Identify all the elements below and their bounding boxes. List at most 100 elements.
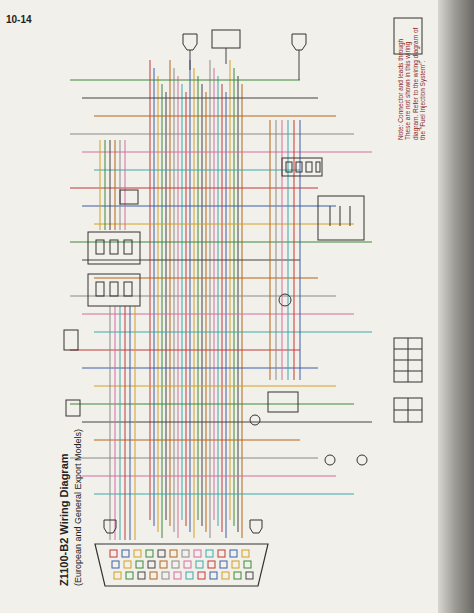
connector-pin xyxy=(246,572,253,579)
wire xyxy=(70,242,372,243)
connector-pin xyxy=(134,550,141,557)
connector-pin xyxy=(208,561,215,568)
wire xyxy=(226,92,227,538)
wire xyxy=(100,140,101,230)
wire xyxy=(182,84,183,520)
wire xyxy=(226,48,227,64)
table-rules xyxy=(394,398,422,422)
unit-box xyxy=(268,392,298,412)
fuse xyxy=(316,162,320,172)
connector-pin xyxy=(210,572,217,579)
wire xyxy=(294,120,295,380)
page-binding-edge xyxy=(438,0,474,613)
wire xyxy=(198,76,199,520)
wire xyxy=(299,50,300,80)
connector-pin xyxy=(174,572,181,579)
wire xyxy=(230,60,231,520)
fuse xyxy=(296,162,302,172)
turn-signal-bulb xyxy=(325,455,335,465)
wire xyxy=(222,84,223,532)
components xyxy=(64,18,422,586)
switch-box xyxy=(66,400,80,416)
connector-pin xyxy=(182,550,189,557)
regulator-box xyxy=(318,196,364,240)
relay-terminal xyxy=(110,240,118,254)
connector-pin xyxy=(218,550,225,557)
connector-pin xyxy=(150,572,157,579)
wire xyxy=(115,140,116,230)
connector-pin xyxy=(160,561,167,568)
wire xyxy=(150,60,151,520)
connector-pin xyxy=(112,561,119,568)
wire xyxy=(82,98,318,99)
switch-box xyxy=(64,330,78,350)
wire xyxy=(94,224,354,225)
relay-terminal xyxy=(124,240,132,254)
wire xyxy=(105,140,106,230)
wire xyxy=(276,120,277,380)
wire xyxy=(130,306,131,540)
wire xyxy=(154,68,155,526)
relay-box xyxy=(88,274,140,306)
connector-pin xyxy=(196,561,203,568)
wire xyxy=(270,120,271,380)
relay-terminal xyxy=(124,282,132,296)
wire xyxy=(174,68,175,532)
wire-bundle xyxy=(70,48,372,540)
wire xyxy=(94,494,354,495)
relay-terminal xyxy=(96,282,104,296)
wire xyxy=(70,80,300,81)
connector-pin xyxy=(206,550,213,557)
wire xyxy=(82,314,354,315)
wire xyxy=(110,306,111,540)
wire xyxy=(238,76,239,532)
turn-signal-bulb xyxy=(357,455,367,465)
indicator-bulb xyxy=(250,415,260,425)
wire xyxy=(82,368,318,369)
connector-pin xyxy=(194,550,201,557)
connector-pin xyxy=(126,572,133,579)
connector-pin xyxy=(170,550,177,557)
wire xyxy=(288,120,289,380)
fuse xyxy=(306,162,312,172)
regulator-leads xyxy=(330,206,350,226)
wire xyxy=(82,260,300,261)
color-code-table xyxy=(394,338,422,382)
table-rules xyxy=(394,338,422,382)
lamp-symbol xyxy=(183,34,197,50)
connector-pin xyxy=(230,550,237,557)
indicator-bulb xyxy=(279,294,291,306)
wire xyxy=(166,92,167,520)
wire xyxy=(115,306,116,540)
connector-pin xyxy=(110,550,117,557)
page-number: 10-14 xyxy=(6,14,32,25)
wire xyxy=(135,306,136,540)
connector-pin xyxy=(220,561,227,568)
lamp-symbol xyxy=(250,520,262,533)
switch-box xyxy=(120,190,138,204)
lamp-symbol xyxy=(104,520,116,533)
color-code-table xyxy=(394,398,422,422)
wire xyxy=(94,332,372,333)
connector-pin xyxy=(186,572,193,579)
wire xyxy=(194,68,195,538)
connector-pin xyxy=(148,561,155,568)
note-text: Note: Connector and leads through These … xyxy=(397,20,427,140)
connector-pin xyxy=(244,561,251,568)
connector-pin xyxy=(198,572,205,579)
diagram-subtitle: (European and General Export Models) xyxy=(73,429,83,586)
wire xyxy=(70,458,318,459)
wire xyxy=(234,68,235,526)
diagram-title: Z1100-B2 Wiring Diagram xyxy=(58,453,70,586)
connector-pin xyxy=(172,561,179,568)
wire xyxy=(70,350,300,351)
main-connector xyxy=(95,544,268,586)
wire xyxy=(125,306,126,540)
wire xyxy=(186,92,187,526)
connector-pin xyxy=(162,572,169,579)
connector-pin xyxy=(232,561,239,568)
relay-terminal xyxy=(110,282,118,296)
connector-pin xyxy=(136,561,143,568)
lamp-symbol xyxy=(292,34,306,50)
